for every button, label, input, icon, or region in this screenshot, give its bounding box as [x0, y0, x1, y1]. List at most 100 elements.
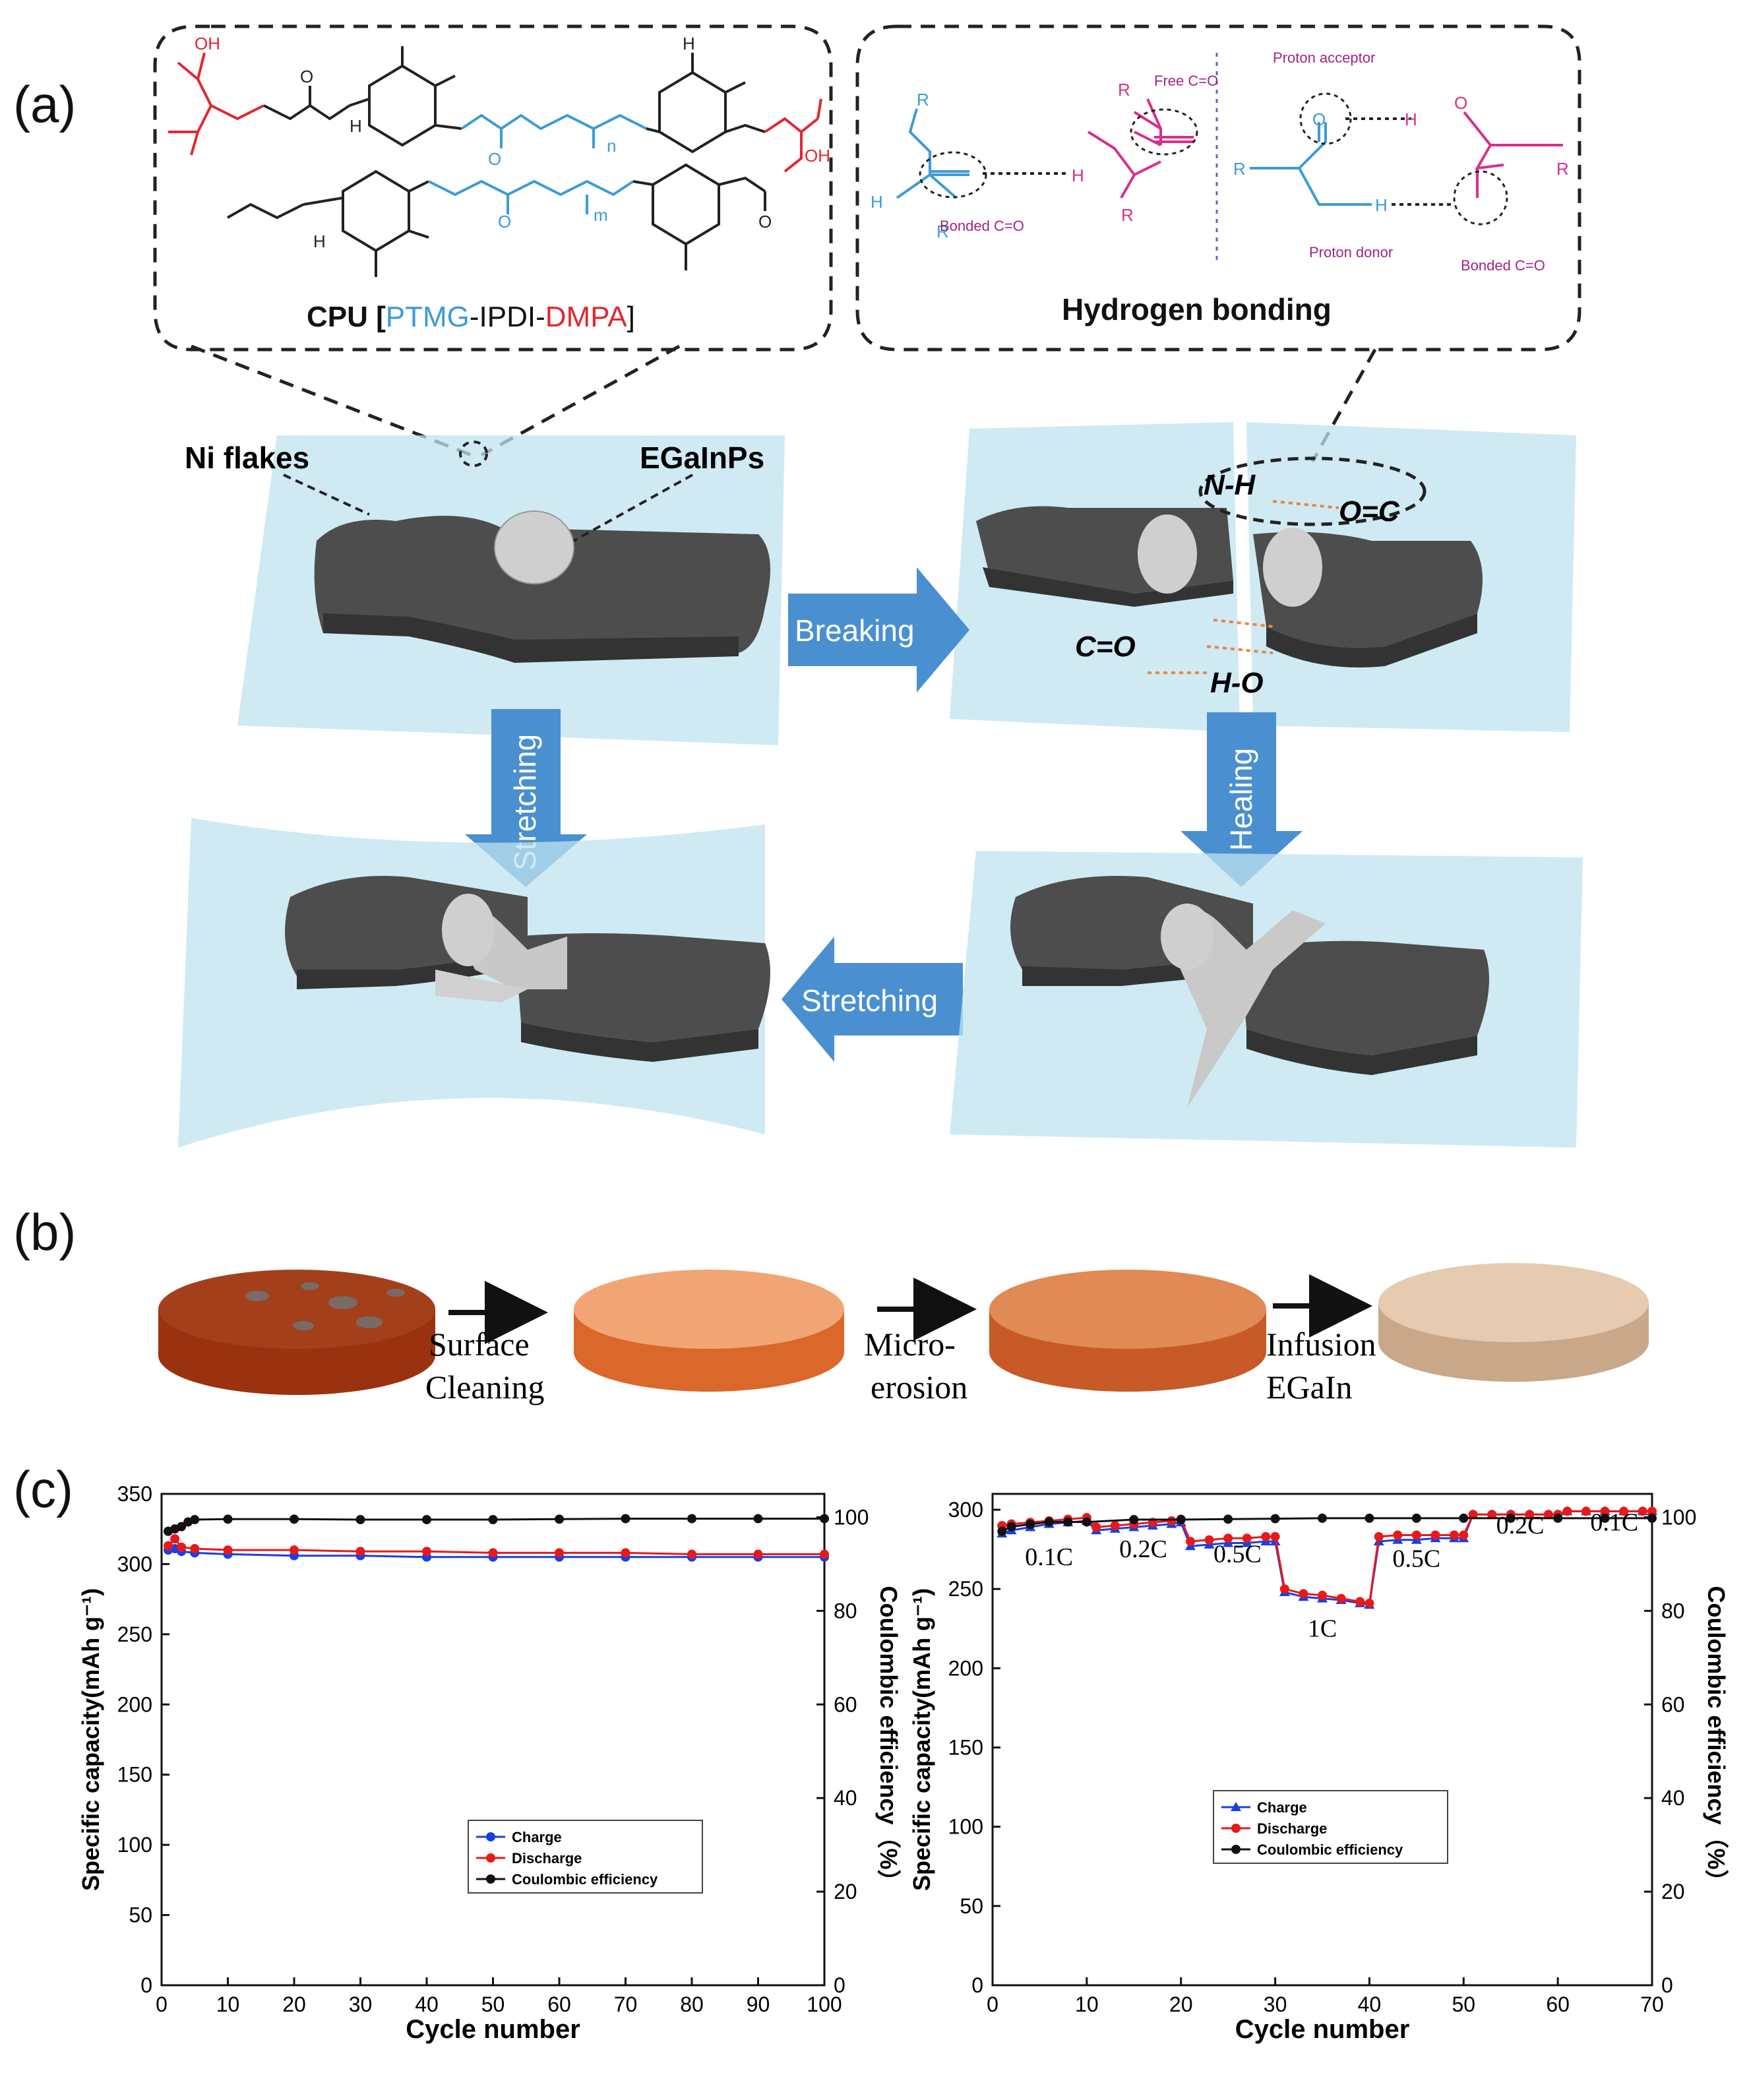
data-point — [1450, 1530, 1459, 1540]
hb-proton-acceptor: Proton acceptor — [1273, 49, 1375, 66]
data-point — [1487, 1510, 1497, 1520]
data-point — [555, 1548, 564, 1558]
data-point — [687, 1549, 696, 1559]
x-tick-label: 10 — [216, 1992, 240, 2016]
legend-label: Discharge — [1257, 1820, 1327, 1837]
data-point — [1204, 1535, 1214, 1545]
step1-line1: Surface — [429, 1326, 530, 1363]
hb-r5: R — [1233, 159, 1246, 179]
plot-frame — [991, 1493, 1653, 1987]
x-tick-label: 40 — [415, 1992, 439, 2016]
data-point — [997, 1526, 1007, 1536]
y2-tick-label: 40 — [834, 1786, 857, 1810]
data-point — [1374, 1531, 1384, 1541]
hbond-title: Hydrogen bonding — [1062, 292, 1332, 326]
y-tick-label: 200 — [948, 1656, 983, 1680]
x-tick-label: 70 — [1640, 1992, 1664, 2016]
hbond-right-labels: Proton acceptor R O H O R H Proton donor… — [1233, 49, 1569, 274]
sample-broken: N-H O=C C=O H-O — [950, 422, 1576, 732]
data-point — [1091, 1522, 1101, 1532]
legend-box — [468, 1820, 703, 1894]
legend-label: Discharge — [512, 1850, 582, 1867]
data-point — [1411, 1530, 1421, 1540]
atom-o-1: O — [300, 67, 313, 86]
data-point — [820, 1549, 829, 1559]
disc-cleaned — [574, 1270, 844, 1392]
data-point — [1242, 1533, 1252, 1543]
y-axis-label: Specific capacity(mAh g⁻¹) — [77, 1588, 104, 1891]
step3-line2: EGaIn — [1266, 1369, 1353, 1405]
hb-bonded-co-left: Bonded C=O — [940, 218, 1024, 234]
legend-label: Charge — [1257, 1799, 1307, 1816]
hbond-left-structure — [896, 98, 1198, 199]
data-point — [190, 1544, 200, 1554]
y2-tick-label: 80 — [834, 1599, 857, 1622]
data-point — [223, 1545, 233, 1555]
data-point — [1647, 1506, 1657, 1516]
data-point — [1600, 1513, 1610, 1523]
y-tick-label: 100 — [948, 1815, 983, 1839]
y-tick-label: 50 — [129, 1903, 152, 1927]
cpu-molecule-structure — [168, 46, 822, 277]
x-tick-label: 60 — [1546, 1992, 1570, 2016]
data-point — [1647, 1513, 1657, 1523]
data-point — [1581, 1506, 1591, 1516]
hb-r2: R — [936, 222, 949, 241]
data-point — [1270, 1514, 1280, 1524]
data-point — [1026, 1520, 1035, 1529]
x-tick-label: 80 — [680, 1992, 704, 2016]
data-point — [820, 1514, 829, 1524]
label-egainps: EGaInPs — [640, 441, 764, 475]
arrow-stretching-left: Stretching — [782, 937, 963, 1062]
x-tick-label: 30 — [349, 1992, 373, 2016]
cpu-atom-labels: OH O H O n H OH H O m O — [195, 34, 830, 251]
disc-eroded — [989, 1270, 1266, 1392]
data-point — [1468, 1510, 1478, 1520]
data-point — [555, 1514, 564, 1524]
data-point — [170, 1534, 180, 1544]
data-point — [1506, 1513, 1516, 1523]
panel-label-c: (c) — [13, 1460, 73, 1518]
sample-intact: Ni flakes EGaInPs — [185, 435, 785, 745]
sample-stretched — [178, 818, 770, 1148]
hb-proton-donor: Proton donor — [1309, 244, 1393, 261]
x-tick-label: 40 — [1358, 1992, 1382, 2016]
hb-h3: H — [1405, 109, 1417, 129]
data-point — [223, 1514, 233, 1524]
legend-marker — [1231, 1802, 1241, 1811]
y-tick-label: 0 — [140, 1973, 152, 1997]
arrow-breaking: Breaking — [788, 567, 969, 693]
data-point — [1553, 1513, 1563, 1523]
rate-label: 0.5C — [1392, 1545, 1440, 1573]
data-point — [1279, 1584, 1289, 1594]
y-tick-label: 0 — [971, 1973, 983, 1997]
data-point — [1299, 1589, 1308, 1599]
hbond-callout: R H R H R R Free C=O Bonded C=O Proton a… — [855, 24, 1581, 463]
y2-tick-label: 40 — [1661, 1786, 1685, 1810]
data-point — [355, 1515, 365, 1525]
y-axis-label: Specific capacity(mAh g⁻¹) — [908, 1588, 935, 1891]
x-axis-label: Cycle number — [1235, 2015, 1410, 2044]
rate-label: 0.1C — [1590, 1508, 1638, 1536]
data-point — [1223, 1533, 1233, 1543]
data-point — [621, 1548, 630, 1558]
data-point — [1619, 1506, 1629, 1516]
y-tick-label: 350 — [117, 1482, 152, 1506]
y-tick-label: 50 — [960, 1894, 983, 1918]
atom-oh-left: OH — [195, 34, 220, 53]
arrow-stretching-left-label: Stretching — [801, 983, 938, 1018]
rate-label: 0.2C — [1119, 1535, 1167, 1563]
hb-r1: R — [917, 90, 929, 109]
hbond-left-labels: R H R H R R Free C=O Bonded C=O — [871, 73, 1218, 241]
data-point — [1459, 1530, 1469, 1540]
x-tick-label: 20 — [282, 1992, 306, 2016]
step1-line2: Cleaning — [425, 1369, 545, 1405]
y-tick-label: 150 — [948, 1736, 983, 1760]
arrow-breaking-label: Breaking — [795, 613, 915, 648]
x-tick-label: 0 — [987, 1992, 998, 2016]
hb-h2: H — [1072, 166, 1084, 185]
label-oc: O=C — [1339, 495, 1400, 528]
rate-label: 1C — [1308, 1615, 1337, 1642]
hb-h4: H — [1375, 195, 1388, 215]
